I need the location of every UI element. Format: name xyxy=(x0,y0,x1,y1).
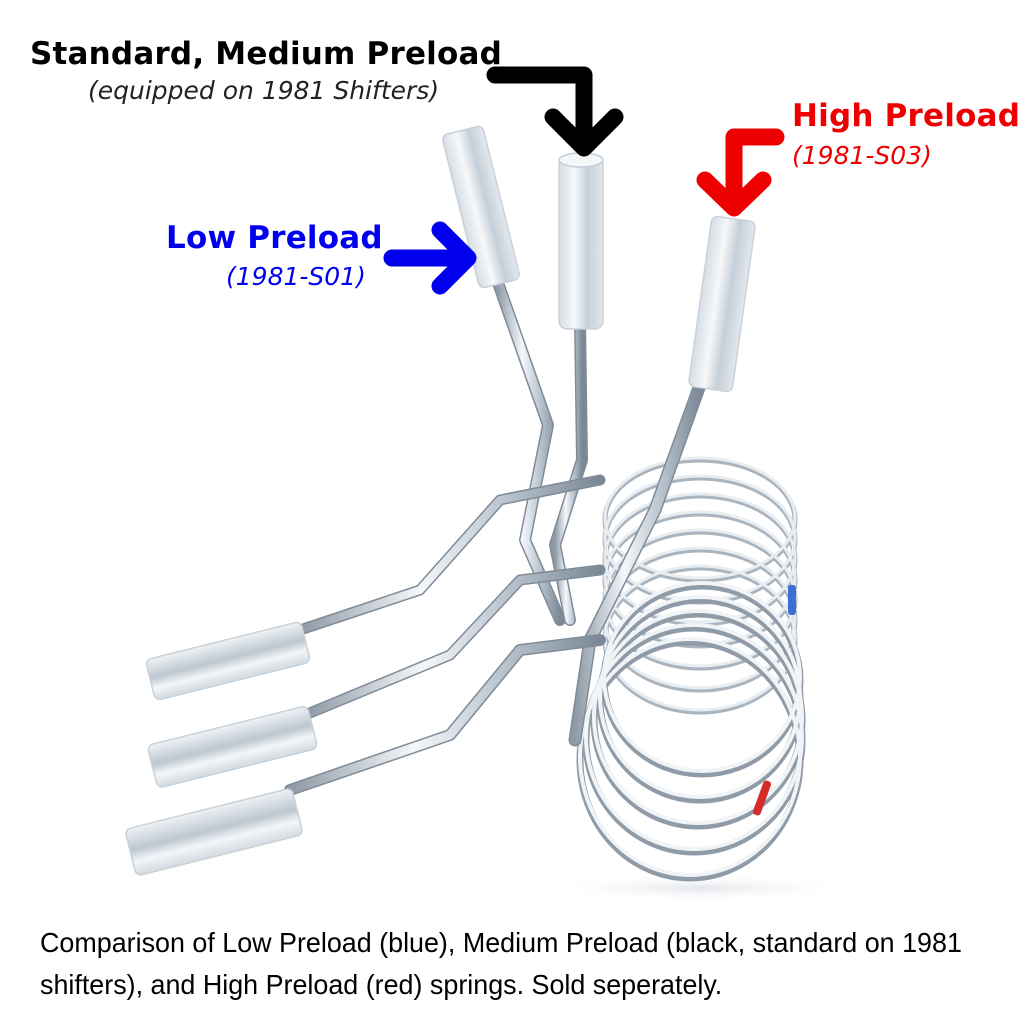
medium-preload-subtitle: (equipped on 1981 Shifters) xyxy=(88,76,440,105)
lower-arms xyxy=(284,474,606,796)
high-preload-subtitle: (1981-S03) xyxy=(792,141,932,170)
medium-preload-title: Standard, Medium Preload xyxy=(30,36,503,72)
high-preload-sleeve xyxy=(688,215,756,393)
medium-preload-arrow-icon xyxy=(486,66,624,157)
low-preload-title: Low Preload xyxy=(166,220,383,256)
image-caption: Comparison of Low Preload (blue), Medium… xyxy=(40,927,962,1000)
high-preload-title: High Preload xyxy=(792,98,1021,134)
high-preload-arm xyxy=(568,215,756,747)
shadow xyxy=(540,874,860,902)
blue-marker xyxy=(788,585,796,615)
spring-coil xyxy=(576,456,806,882)
low-preload-sleeve xyxy=(442,125,520,289)
low-preload-subtitle: (1981-S01) xyxy=(226,262,366,291)
medium-preload-sleeve xyxy=(558,156,604,330)
red-marker xyxy=(752,780,772,816)
lower-sleeves xyxy=(125,621,318,876)
high-preload-arrow-icon xyxy=(696,128,785,217)
low-preload-arrow-icon xyxy=(383,221,477,295)
medium-preload-arm xyxy=(549,152,604,626)
